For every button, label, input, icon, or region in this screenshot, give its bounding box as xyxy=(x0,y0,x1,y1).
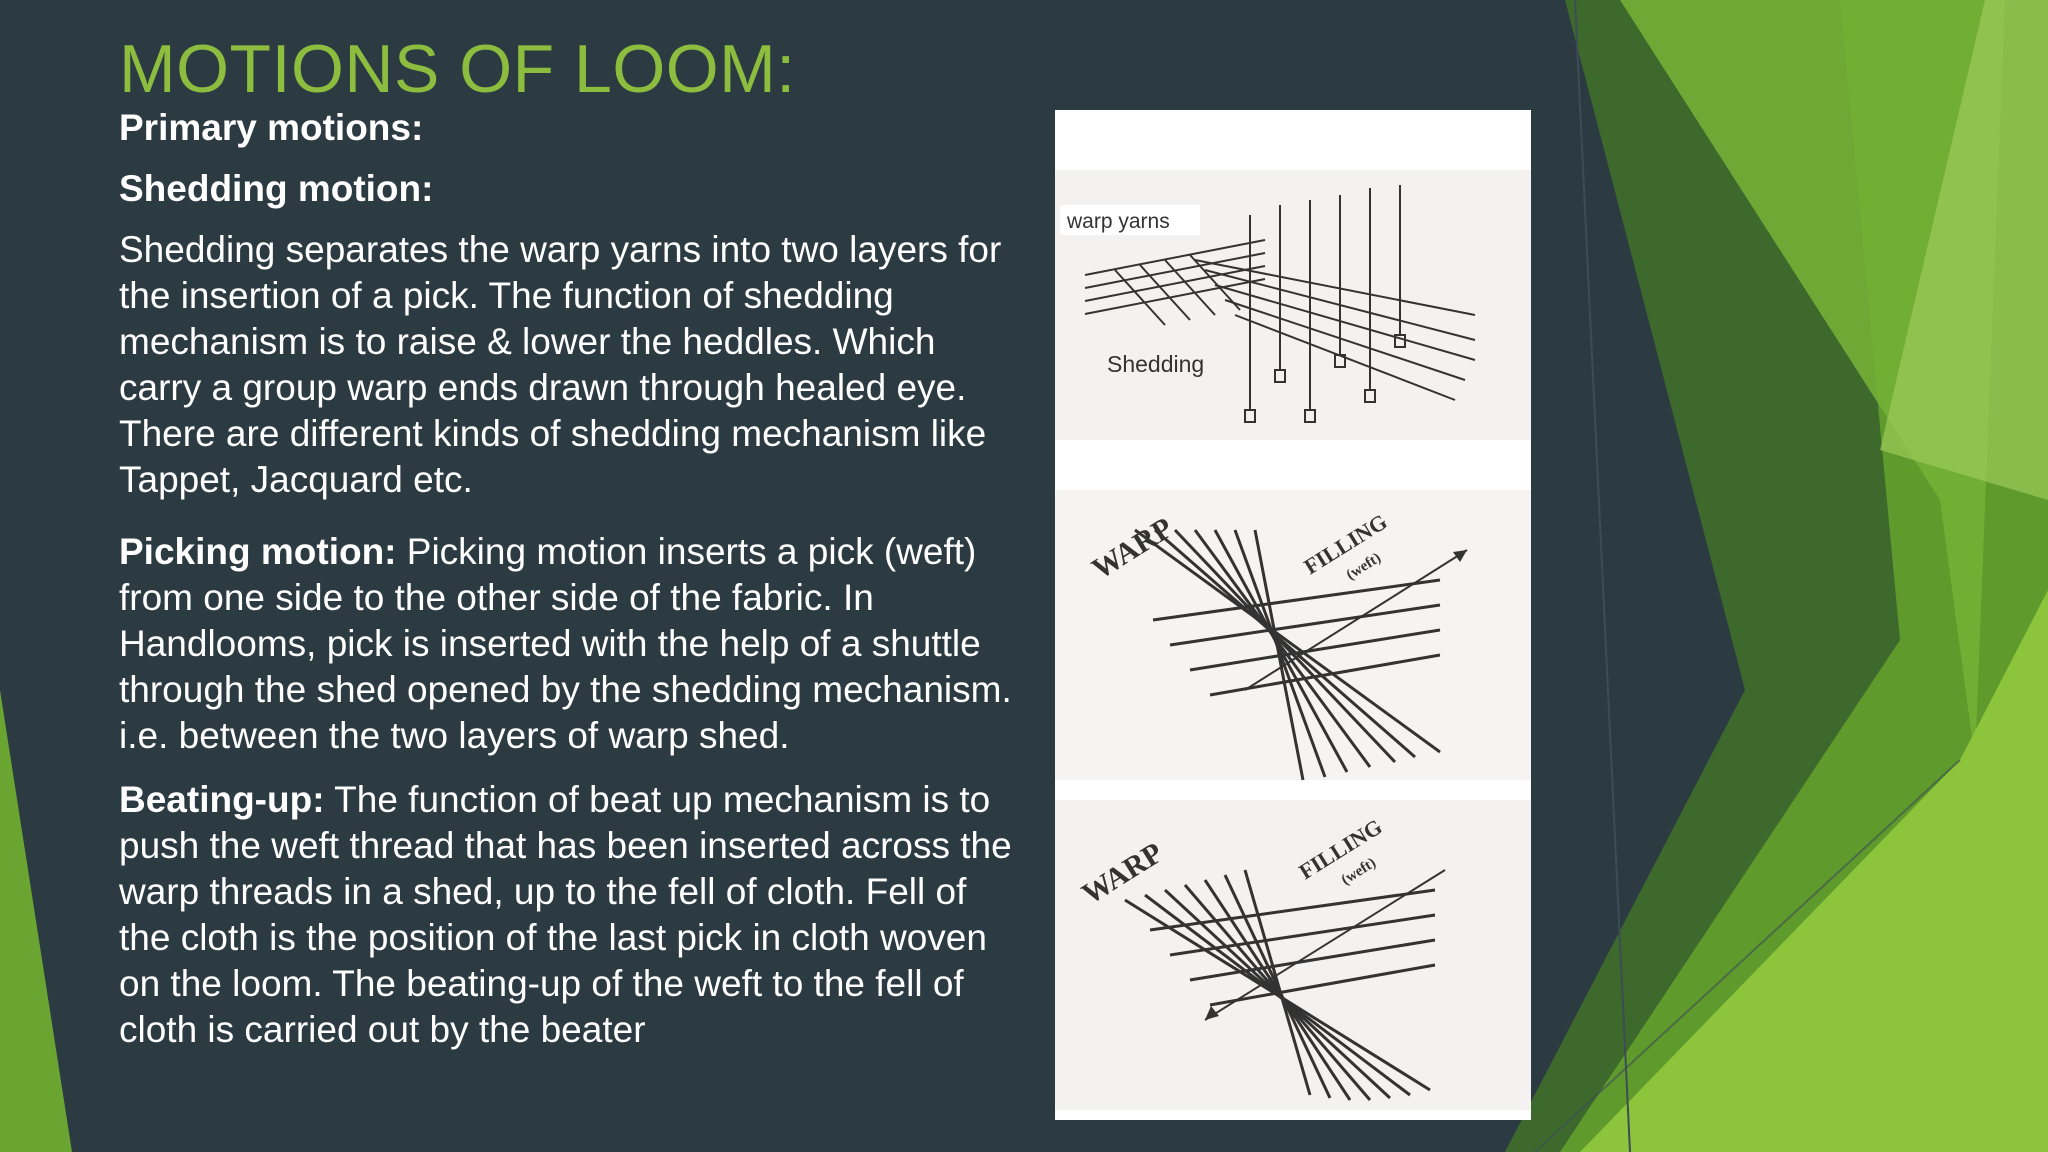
beating-heading: Beating-up: xyxy=(119,779,325,820)
label-shedding: Shedding xyxy=(1107,351,1204,377)
decor-line xyxy=(1534,759,1961,1152)
shedding-diagram: warp yarns Shedding xyxy=(1055,170,1531,440)
decor-line xyxy=(1574,0,1631,1152)
right-green-panel-bright xyxy=(1620,0,2005,760)
warp-yarns-lines xyxy=(1194,259,1476,401)
slide-title: MOTIONS OF LOOM: xyxy=(119,31,796,107)
label-warp-yarns: warp yarns xyxy=(1066,210,1170,233)
beating-text: The function of beat up mechanism is to … xyxy=(119,779,1012,1050)
primary-motions-heading: Primary motions: xyxy=(119,107,424,148)
beating-diagram: WARP FILLING (weft) xyxy=(1055,800,1531,1110)
heddles xyxy=(1244,185,1406,423)
shedding-paragraph: Shedding separates the warp yarns into t… xyxy=(119,229,1002,500)
picking-diagram: WARP FILLING (weft) xyxy=(1055,490,1531,781)
picking-text: Picking motion inserts a pick (weft) fro… xyxy=(119,531,1012,756)
body-text: Primary motions: Shedding motion: Sheddi… xyxy=(119,105,1019,1053)
right-green-panel-light xyxy=(1580,590,2048,1152)
picking-paragraph: Picking motion: Picking motion inserts a… xyxy=(119,529,1019,759)
picking-heading: Picking motion: xyxy=(119,531,397,572)
left-green-wedge xyxy=(0,690,72,1152)
loom-diagram-panel: warp yarns Shedding WARP FILLING (weft) xyxy=(1055,110,1531,1120)
right-green-panel-pale xyxy=(1880,0,2048,500)
beating-paragraph: Beating-up: The function of beat up mech… xyxy=(119,777,1019,1053)
warp-grid xyxy=(1084,239,1266,326)
shedding-heading: Shedding motion: xyxy=(119,168,434,209)
